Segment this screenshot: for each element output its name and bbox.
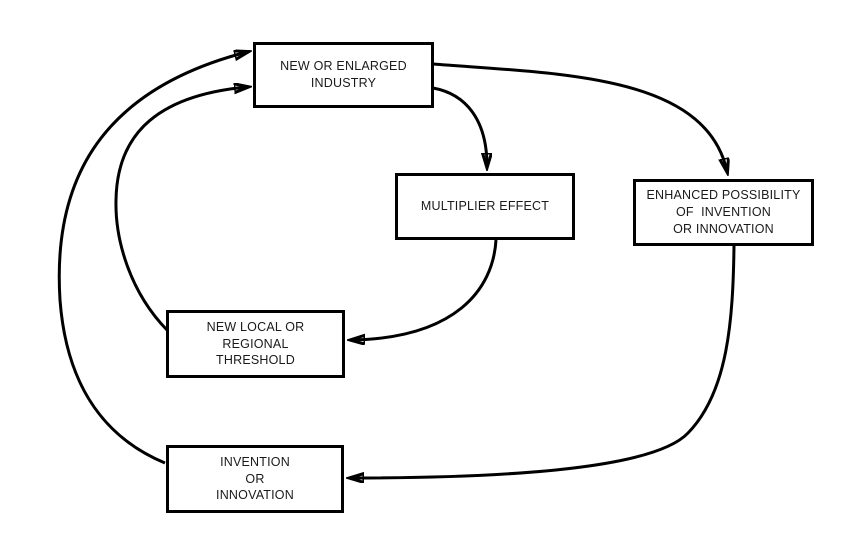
- edge-enhanced-possibility-to-invention: [351, 245, 736, 478]
- node-enhanced-possibility-of-invention-or-innovation: ENHANCED POSSIBILITY OF INVENTION OR INN…: [633, 179, 814, 246]
- node-new-or-enlarged-industry: NEW OR ENLARGED INDUSTRY: [253, 42, 434, 108]
- node-label-new-local-or-regional-threshold: NEW LOCAL OR REGIONAL THRESHOLD: [206, 319, 305, 368]
- edge-multiplier-to-threshold: [352, 239, 498, 340]
- edge-invention-to-industry: [57, 52, 247, 465]
- edge-threshold-to-industry: [114, 87, 247, 332]
- node-label-invention-or-innovation: INVENTION OR INNOVATION: [216, 454, 294, 503]
- edge-industry-to-enhanced-possibility: [432, 62, 727, 171]
- edge-industry-to-multiplier: [432, 86, 487, 166]
- node-label-new-or-enlarged-industry: NEW OR ENLARGED INDUSTRY: [280, 59, 407, 90]
- node-label-multiplier-effect: MULTIPLIER EFFECT: [420, 199, 550, 214]
- node-invention-or-innovation: INVENTION OR INNOVATION: [166, 445, 344, 513]
- node-label-enhanced-possibility: ENHANCED POSSIBILITY OF INVENTION OR INN…: [646, 188, 801, 236]
- node-multiplier-effect: MULTIPLIER EFFECT: [395, 173, 575, 240]
- node-new-local-or-regional-threshold: NEW LOCAL OR REGIONAL THRESHOLD: [166, 310, 345, 378]
